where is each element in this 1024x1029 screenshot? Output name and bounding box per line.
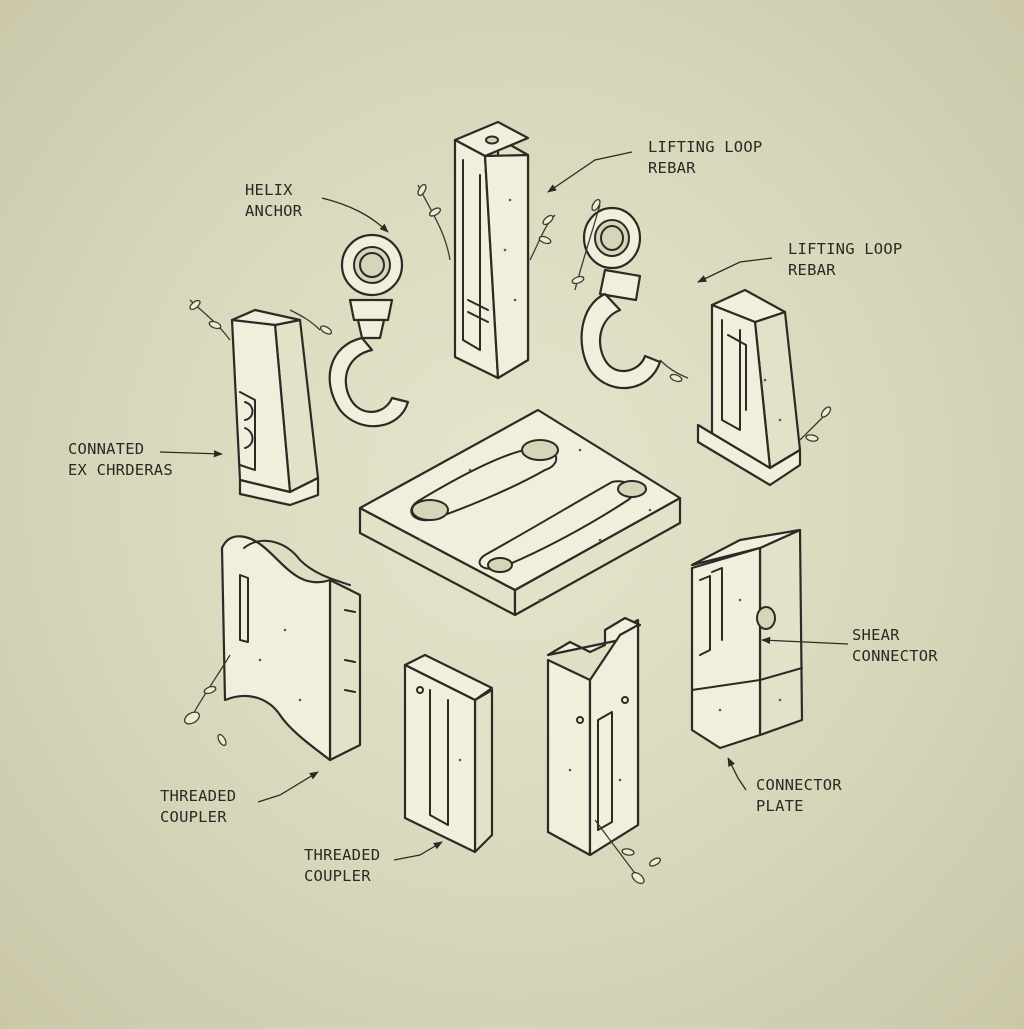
label-line: CONNECTOR (756, 776, 842, 794)
decorative-vines (183, 183, 832, 885)
label-threaded-coupler-bottom: THREADED COUPLER (304, 845, 380, 887)
slotted-base-plate (358, 408, 682, 617)
label-connated: CONNATED EX CHRDERAS (68, 439, 173, 481)
label-line: COUPLER (160, 808, 227, 826)
label-shear-connector: SHEAR CONNECTOR (852, 625, 938, 667)
label-line: ANCHOR (245, 202, 303, 220)
label-line: REBAR (788, 261, 836, 279)
label-line: LIFTING LOOP (648, 138, 763, 156)
label-line: CONNECTOR (852, 647, 938, 665)
label-lifting-loop-top: LIFTING LOOP REBAR (648, 137, 762, 179)
h-slot-block (546, 616, 642, 857)
helix-anchor-hook (328, 233, 410, 428)
label-line: SHEAR (852, 626, 900, 644)
shear-connector-block (690, 528, 804, 750)
label-connector-plate: CONNECTOR PLATE (756, 775, 842, 817)
label-line: EX CHRDERAS (68, 461, 173, 479)
label-lifting-loop-right: LIFTING LOOP REBAR (788, 239, 902, 281)
label-line: THREADED (304, 846, 381, 864)
label-line: CONNATED (68, 440, 145, 458)
label-helix-anchor: HELIX ANCHOR (245, 180, 302, 222)
label-line: THREADED (160, 787, 237, 805)
lifting-loop-block (696, 288, 802, 487)
connated-block (230, 308, 320, 507)
lifting-loop-hook (580, 206, 662, 390)
tall-slotted-bar (453, 120, 530, 380)
label-line: PLATE (756, 797, 804, 815)
label-line: LIFTING LOOP (788, 240, 903, 258)
label-threaded-coupler-left: THREADED COUPLER (160, 786, 236, 828)
u-channel-coupler (403, 653, 494, 854)
label-line: COUPLER (304, 867, 371, 885)
label-line: HELIX (245, 181, 293, 199)
leader-lines (159, 151, 849, 861)
wavy-coupler-plate (220, 535, 362, 762)
label-line: REBAR (648, 159, 696, 177)
